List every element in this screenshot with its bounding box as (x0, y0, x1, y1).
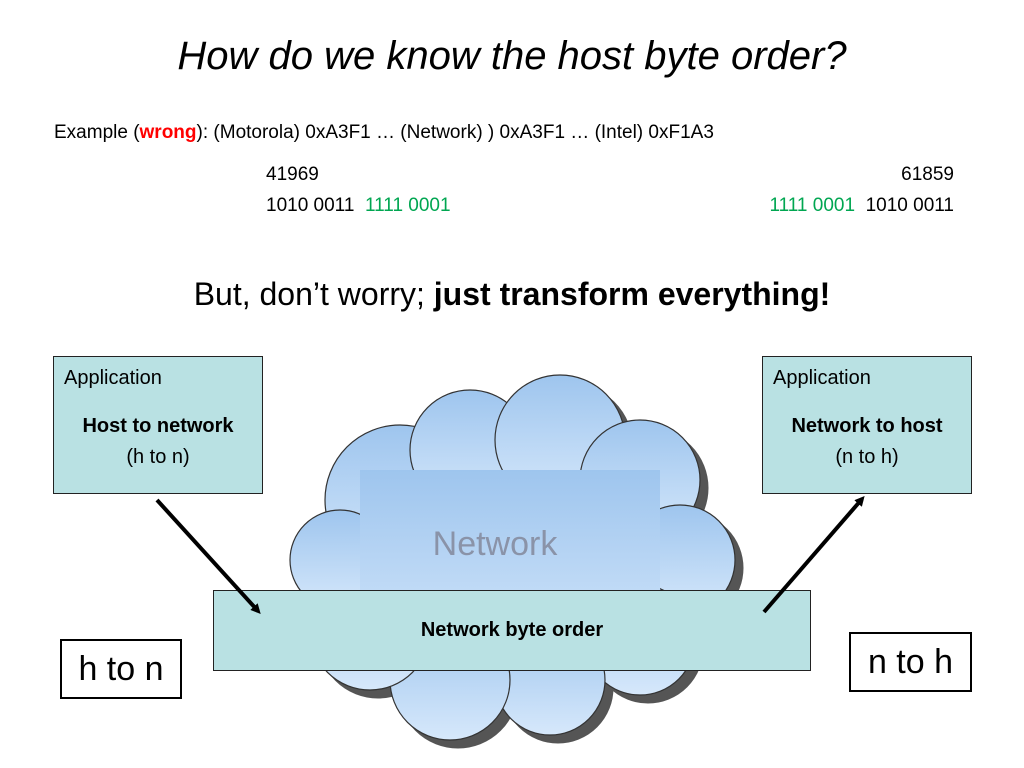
left-application-box: Application Host to network (h to n) (53, 356, 263, 494)
h-to-n-box: h to n (60, 639, 182, 699)
n-to-h-box: n to h (849, 632, 972, 692)
example-line: Example (wrong): (Motorola) 0xA3F1 … (Ne… (54, 122, 714, 144)
right-application-label: Application (773, 367, 871, 389)
example-wrong-label: wrong (139, 122, 197, 143)
left-decimal: 41969 (266, 164, 319, 185)
example-rest: ): (Motorola) 0xA3F1 … (Network) ) 0xA3F… (196, 122, 714, 143)
right-application-box: Application Network to host (n to h) (762, 356, 972, 494)
right-bits-high: 1111 0001 (769, 195, 856, 216)
right-bits-low: 1010 0011 (865, 195, 954, 216)
network-byte-order-box: Network byte order (213, 590, 811, 671)
up-arrow (762, 495, 865, 614)
subtitle-normal: But, don’t worry; (193, 276, 434, 312)
subtitle: But, don’t worry; just transform everyth… (0, 276, 1024, 313)
example-prefix: Example ( (54, 122, 140, 143)
h-to-n-label: h to n (78, 649, 164, 688)
left-bits-low: 1111 0001 (364, 195, 451, 216)
left-bits-high: 1010 0011 (266, 195, 355, 216)
network-byte-order-label: Network byte order (420, 619, 604, 641)
n-to-h-label: n to h (867, 642, 954, 681)
left-application-label: Application (64, 367, 162, 389)
right-function-label: Network to host (791, 415, 943, 437)
subtitle-bold: just transform everything! (433, 276, 831, 312)
down-arrow (155, 498, 261, 614)
left-bits: 1010 0011 1111 0001 (266, 195, 451, 217)
slide-title: How do we know the host byte order? (177, 34, 847, 78)
right-bits: 1111 0001 1010 0011 (660, 195, 954, 217)
left-function-label: Host to network (82, 415, 234, 437)
left-function-abbr: (h to n) (126, 446, 190, 468)
right-decimal: 61859 (901, 164, 954, 185)
cloud-label: Network (432, 525, 558, 563)
right-function-abbr: (n to h) (835, 446, 899, 468)
